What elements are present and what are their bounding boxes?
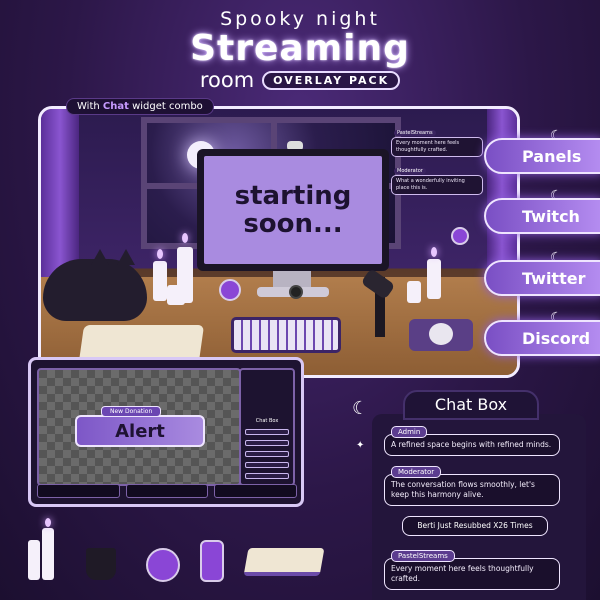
overlay-preview: New Donation Alert Chat Box xyxy=(28,357,304,507)
overlay-bar-slot xyxy=(125,484,209,498)
discord-button[interactable]: Discord xyxy=(484,320,600,356)
new-donation-label: New Donation xyxy=(101,406,162,417)
sparkle-icon: ✦ xyxy=(356,440,365,451)
screen-text-line2: soon... xyxy=(243,209,343,239)
candle-icon xyxy=(427,259,441,299)
overlay-chat-line xyxy=(245,429,289,435)
monitor: starting soon... xyxy=(197,149,389,271)
chat-username: PastelStreams xyxy=(391,550,455,562)
combo-tag-suffix: widget combo xyxy=(128,101,203,112)
overlay-chat-line xyxy=(245,473,289,479)
overlay-bar-slot xyxy=(37,484,120,498)
monitor-screen: starting soon... xyxy=(204,156,382,264)
monitor-stand xyxy=(273,271,311,291)
mini-chat-name: Moderator xyxy=(394,168,426,174)
potion-bottle-icon xyxy=(219,279,241,301)
alert-text: Alert xyxy=(115,420,165,442)
microphone-stand xyxy=(375,277,385,337)
cat-ear xyxy=(117,249,135,265)
keyboard-icon xyxy=(231,317,341,353)
candle-icon xyxy=(42,528,54,580)
potion-bottle-icon xyxy=(146,548,180,582)
candle-icon xyxy=(407,281,421,303)
black-cat-icon xyxy=(43,259,147,321)
mini-chat-message: PastelStreams Every moment here feels th… xyxy=(391,130,483,157)
overlay-bar-slot xyxy=(214,484,298,498)
overlay-chat-line xyxy=(245,451,289,457)
mouse-icon xyxy=(429,323,453,345)
combo-tag-highlight: Chat xyxy=(102,101,129,112)
mini-chat-name: PastelStreams xyxy=(394,130,436,136)
header-room-row: room OVERLAY PACK xyxy=(0,68,600,92)
flame-icon xyxy=(182,233,188,243)
overlay-bottom-bar xyxy=(37,484,298,498)
mini-chat-text: What a wonderfully inviting place this i… xyxy=(396,178,465,191)
chat-box-title: Chat Box xyxy=(403,390,539,420)
panels-button[interactable]: Panels xyxy=(484,138,600,174)
header: Spooky night Streaming room OVERLAY PACK xyxy=(0,8,600,92)
flame-icon xyxy=(431,247,437,257)
resub-notice: Berti Just Resubbed X26 Times xyxy=(402,516,548,536)
mini-chat-text: Every moment here feels thoughtfully cra… xyxy=(396,140,460,153)
open-book-icon xyxy=(243,548,325,576)
potion-bottle-icon xyxy=(200,540,224,582)
flame-icon xyxy=(45,518,51,527)
chat-username: Admin xyxy=(391,426,428,438)
overlay-chat-title: Chat Box xyxy=(255,418,279,424)
smart-speaker-icon xyxy=(289,285,303,299)
candle-icon xyxy=(28,540,40,580)
potion-bottle-icon xyxy=(451,227,469,245)
header-subtitle: Spooky night xyxy=(220,8,380,30)
combo-tag: With Chat widget combo xyxy=(66,98,214,115)
webcam-icon xyxy=(287,141,303,151)
mug-icon xyxy=(86,548,116,580)
flame-icon xyxy=(157,249,163,259)
chat-message: Admin A refined space begins with refine… xyxy=(384,426,560,456)
overlay-chat-line xyxy=(245,440,289,446)
mini-chat-message: Moderator What a wonderfully inviting pl… xyxy=(391,168,483,195)
chat-text: The conversation flows smoothly, let's k… xyxy=(391,480,535,499)
crescent-icon: ☾ xyxy=(352,398,369,419)
header-title: Streaming xyxy=(190,28,410,69)
alert-box: Alert xyxy=(75,415,205,447)
overlay-chat-line xyxy=(245,462,289,468)
overlay-pack-badge: OVERLAY PACK xyxy=(262,70,401,90)
chat-username: Moderator xyxy=(391,466,442,478)
stream-scene-preview: starting soon... PastelStreams Every mom… xyxy=(38,106,520,378)
screen-text-line1: starting xyxy=(234,181,352,211)
chat-message: PastelStreams Every moment here feels th… xyxy=(384,550,560,590)
overlay-chat-panel: Chat Box xyxy=(239,368,295,486)
candle-icon xyxy=(167,285,185,305)
cat-ear xyxy=(91,249,109,265)
chat-text: Every moment here feels thoughtfully cra… xyxy=(391,564,534,583)
chat-message: Moderator The conversation flows smoothl… xyxy=(384,466,560,506)
twitter-button[interactable]: Twitter xyxy=(484,260,600,296)
candle-icon xyxy=(153,261,167,301)
chat-text: A refined space begins with refined mind… xyxy=(391,440,552,449)
combo-tag-prefix: With xyxy=(77,101,103,112)
twitch-button[interactable]: Twitch xyxy=(484,198,600,234)
mini-chat-widget: PastelStreams Every moment here feels th… xyxy=(391,125,483,213)
header-room: room xyxy=(199,68,255,92)
